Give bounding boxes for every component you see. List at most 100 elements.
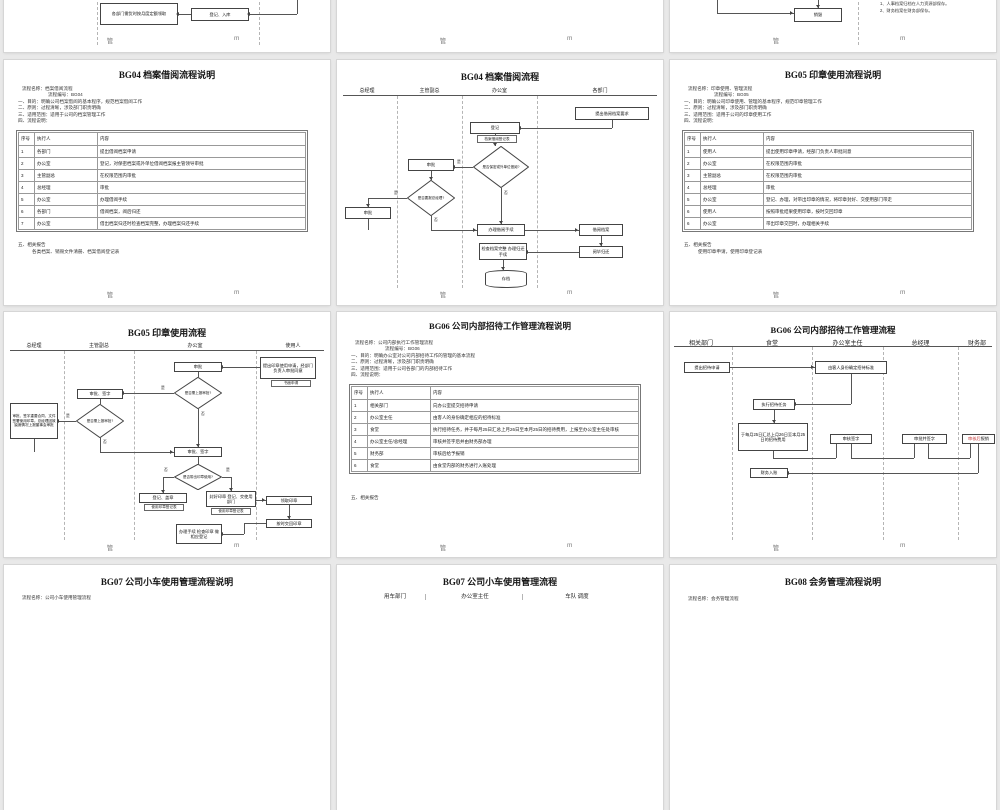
cell: 各部门 [34,145,98,158]
page-footer-right: m [567,289,573,296]
header-cell: 执行人 [367,386,431,400]
cell: 办理借阅手续 [97,193,306,206]
arrowhead [229,488,233,491]
meta-line: 一、目的：明确办公室对公司内部招待工作的管理的基本流程 [351,353,476,358]
cell: 在权限范围内审批 [97,169,306,182]
meta-line: 流程名称：会务管理流程 [688,596,739,601]
connector [520,128,612,129]
connector [222,534,244,535]
page-thumbnail-3[interactable]: 销毁 1、人事档案归档在人力资源部保存。 2、财务档案在财务部保存。 管 m [670,0,996,52]
connector [774,410,775,423]
lane-header: 主管副总 [419,89,440,94]
connector [501,188,502,224]
page-footer-right: m [900,542,906,549]
flow-box-account: 财务入账 [750,468,788,478]
page-footer-left: 管 [106,38,114,45]
page-thumbnail-11[interactable]: BG07 公司小车使用管理流程 用车部门 办公室主任 车队 调度 [337,565,663,810]
page-thumbnail-6[interactable]: BG05 印章使用流程说明 流程名称：印章使用、管理流程 流程编号：BG05 一… [670,60,996,305]
cell: 7 [18,217,35,230]
page-thumbnail-5[interactable]: BG04 档案借阅流程 总经理 主管副总 办公室 各部门 是 是 否 否 提出借… [337,60,663,305]
decision-text: 是否要报总经理? [417,195,445,200]
meta-line: 二、原则：过程清晰，涉及部门职责明确 [351,359,434,364]
branch-label-yes: 是 [457,160,461,164]
connector [58,421,76,422]
decision-text: 是否需上报审批? [86,418,114,423]
page-thumbnail-9[interactable]: BG06 公司内部招待工作管理流程 相关部门 食堂 办公室主任 总经理 财务部 … [670,312,996,557]
diamond-shape [407,180,455,216]
page-thumbnail-10[interactable]: BG07 公司小车使用管理流程说明 流程名称：公司小车使用管理流程 [4,565,330,810]
connector [222,367,260,368]
cell: 食堂 [367,423,431,436]
arrowhead [499,221,503,224]
related-reports-title: 五、相关报告 [351,495,379,500]
lane-divider [256,351,257,540]
connector [788,473,978,474]
arrowhead [287,516,291,519]
diamond-shape [174,464,222,490]
page-footer-left: 管 [772,38,780,45]
arrowhead [170,450,173,454]
cell: 1 [684,145,701,158]
connector [222,477,231,478]
flow-box-destroy: 销毁 [794,8,842,22]
header-cell: 内容 [763,132,972,146]
cell: 3 [18,169,35,182]
page-thumbnail-12[interactable]: BG08 会务管理流程说明 流程名称：会务管理流程 [670,565,996,810]
cell: 审批 [97,181,306,194]
cell: 在权限范围内审批 [763,157,972,170]
connector [525,230,579,231]
arrowhead [790,11,793,15]
arrowhead [161,490,165,493]
page-thumbnail-8[interactable]: BG06 公司内部招待工作管理流程说明 流程名称：公司内部执行工作管理流程 流程… [337,312,663,557]
page-thumbnail-1[interactable]: 各部门需货时按月度定额领取 登记、入库 管 m [4,0,330,52]
cell: 办公室 [34,157,98,170]
connector [836,444,837,458]
meta-line: 流程名称：印章使用、管理流程 [688,86,753,91]
connector [163,477,164,493]
page-footer-right: m [900,35,906,42]
connector [503,260,504,270]
decision-secret-or-external: 是否保密或外单位借阅? [473,146,529,188]
meta-line: 三、适用范围：适用于公司的档案管理工作 [18,112,106,117]
connector [244,523,266,524]
cell: 登记、办理，对带出印章的情况，将印章封好、交使用部门带走 [763,193,972,206]
page-thumbnail-2[interactable]: 管 m [337,0,663,52]
cell: 办公室 [700,157,764,170]
lane-header: 办公室 [187,344,203,349]
lane-divider [812,347,813,540]
lane-header: 财务部 [967,341,986,347]
cell: 3 [684,169,701,182]
lane-divider [462,96,463,288]
lane-header: 车队 调度 [565,594,589,600]
page-thumbnail-7[interactable]: BG05 印章使用流程 总经理 主管副总 办公室 使用人 是 是 否 否 否 是… [4,312,330,557]
flow-box-handle: 办理手续 检查印章 做相应登记 [176,524,222,544]
page-footer-right: m [567,542,573,549]
cell: 财务部 [367,447,431,460]
connector [431,171,432,180]
connector [289,505,290,519]
flow-notes: 1、人事档案归档在人力资源部保存。 2、财务档案在财务部保存。 [880,1,970,14]
flow-box-reimburse: 审核后报销 [962,434,995,444]
diamond-shape [174,377,222,409]
page-title: BG04 档案借阅流程说明 [118,70,216,80]
meta-line: 四、流程说明： [351,372,384,377]
cell: 总经理 [700,181,764,194]
cell: 5 [351,447,368,460]
page-title: BG04 档案借阅流程 [460,72,540,82]
flow-box-verify: 审核签字 [830,434,872,444]
flow-box-check-return: 检查档案完整 办理归还手续 [479,243,527,260]
arrowhead [366,204,370,207]
cell: 使用人 [700,145,764,158]
cell: 1 [18,145,35,158]
page-thumbnail-4[interactable]: BG04 档案借阅流程说明 流程名称：档案借阅流程 流程编号：BG04 一、目的… [4,60,330,305]
lane-divider [732,347,733,540]
cell: 总经理 [34,181,98,194]
table-header-row: 序号 执行人 内容 [18,132,306,146]
connector [978,444,979,473]
lane-header: 食堂 [765,341,778,347]
flow-box-register-instock: 登记、入库 [191,8,249,21]
flow-box-approve-vp: 审批 [408,159,454,171]
